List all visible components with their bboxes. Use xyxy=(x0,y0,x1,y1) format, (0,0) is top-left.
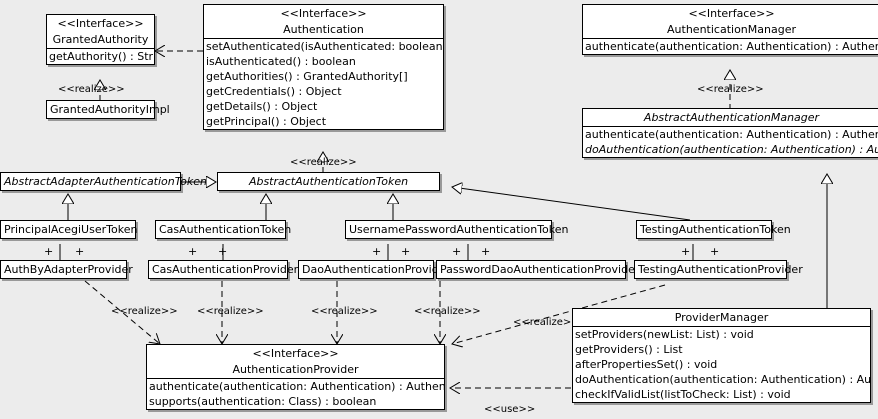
class-stereotype: <<Interface>> xyxy=(688,7,775,20)
class-name: PasswordDaoAuthenticationProvider xyxy=(440,263,640,276)
class-name: CasAuthenticationToken xyxy=(159,223,292,236)
class-stereotype: <<Interface>> xyxy=(252,347,339,360)
class-name: TestingAuthenticationProvider xyxy=(638,263,803,276)
member-row: setAuthenticated(isAuthenticated: boolea… xyxy=(206,40,443,53)
assoc-plus-marker: + xyxy=(401,245,411,258)
assoc-plus-marker: + xyxy=(188,245,198,258)
class-name: AuthByAdapterProvider xyxy=(4,263,133,276)
class-members: setAuthenticated(isAuthenticated: boolea… xyxy=(204,39,443,129)
label-realize-authbyadapterprovider: <<realize>> xyxy=(111,306,178,317)
member-row: setProviders(newList: List) : void xyxy=(575,328,754,341)
member-row: authenticate(authentication: Authenticat… xyxy=(585,40,878,53)
class-name: TestingAuthenticationToken xyxy=(640,223,791,236)
class-abstract-adapter-authentication-token[interactable]: AbstractAdapterAuthenticationToken xyxy=(0,172,207,191)
class-testing-authentication-token[interactable]: TestingAuthenticationToken xyxy=(636,220,791,239)
class-name: PrincipalAcegiUserToken xyxy=(4,223,138,236)
member-row: isAuthenticated() : boolean xyxy=(206,55,356,68)
member-row: doAuthentication(authentication: Authent… xyxy=(585,143,878,156)
label-realize-authenticationmanager: <<realize>> xyxy=(697,84,764,95)
compartment-divider xyxy=(583,126,878,127)
class-password-dao-authentication-provider[interactable]: PasswordDaoAuthenticationProvider xyxy=(436,260,640,279)
label-realize-abstracttoken-authentication: <<realize>> xyxy=(290,157,357,168)
class-provider-manager[interactable]: ProviderManager setProviders(newList: Li… xyxy=(572,308,871,403)
member-row: afterPropertiesSet() : void xyxy=(575,358,718,371)
label-realize-passworddaoprovider: <<realize>> xyxy=(414,306,481,317)
class-auth-by-adapter-provider[interactable]: AuthByAdapterProvider xyxy=(0,260,133,279)
class-name: AuthenticationManager xyxy=(667,23,796,36)
class-name: CasAuthenticationProvider xyxy=(152,263,299,276)
class-name: GrantedAuthority xyxy=(52,33,149,46)
assoc-plus-marker: + xyxy=(75,245,85,258)
member-row: getProviders() : List xyxy=(575,343,683,356)
class-name: AuthenticationProvider xyxy=(232,363,359,376)
class-authentication[interactable]: <<Interface>> Authentication setAuthenti… xyxy=(203,4,444,130)
member-row: authenticate(authentication: Authenticat… xyxy=(585,128,878,141)
class-abstract-authentication-token[interactable]: AbstractAuthenticationToken xyxy=(217,172,440,191)
class-cas-authentication-provider[interactable]: CasAuthenticationProvider xyxy=(148,260,299,279)
member-row: getAuthority() : String xyxy=(49,50,154,63)
class-members: authenticate(authentication: Authenticat… xyxy=(583,127,878,157)
class-name: ProviderManager xyxy=(674,311,769,324)
assoc-plus-marker: + xyxy=(481,245,491,258)
assoc-plus-marker: + xyxy=(372,245,382,258)
member-row: getAuthorities() : GrantedAuthority[] xyxy=(206,70,408,83)
member-row: getCredentials() : Object xyxy=(206,85,342,98)
label-realize-grantedauthorityimpl: <<realize>> xyxy=(58,84,125,95)
compartment-divider xyxy=(147,378,444,379)
class-cas-authentication-token[interactable]: CasAuthenticationToken xyxy=(155,220,292,239)
class-name: Authentication xyxy=(283,23,364,36)
assoc-plus-marker: + xyxy=(452,245,462,258)
member-row: checkIfValidList(listToCheck: List) : vo… xyxy=(575,388,791,401)
class-stereotype: <<Interface>> xyxy=(280,7,367,20)
class-granted-authority[interactable]: <<Interface>> GrantedAuthority getAuthor… xyxy=(46,14,155,65)
member-row: getDetails() : Object xyxy=(206,100,318,113)
member-row: doAuthentication(authentication: Authent… xyxy=(575,373,870,386)
compartment-divider xyxy=(47,48,154,49)
class-testing-authentication-provider[interactable]: TestingAuthenticationProvider xyxy=(634,260,803,279)
compartment-divider xyxy=(204,38,443,39)
label-realize-casauthenticationprovider: <<realize>> xyxy=(197,306,264,317)
label-use-providermanager-authenticationprovider: <<use>> xyxy=(484,404,536,415)
class-authentication-provider[interactable]: <<Interface>> AuthenticationProvider aut… xyxy=(146,344,445,410)
assoc-plus-marker: + xyxy=(710,245,720,258)
class-name: AbstractAuthenticationToken xyxy=(248,175,409,188)
label-realize-testingauthenticationprovider: <<realize>> xyxy=(513,317,580,328)
class-name: UsernamePasswordAuthenticationToken xyxy=(349,223,569,236)
member-row: authenticate(authentication: Authenticat… xyxy=(149,380,444,393)
class-granted-authority-impl[interactable]: GrantedAuthorityImpl xyxy=(46,100,170,119)
compartment-divider xyxy=(583,38,878,39)
class-members: setProviders(newList: List) : void getPr… xyxy=(573,327,870,402)
assoc-plus-marker: + xyxy=(218,245,228,258)
class-abstract-authentication-manager[interactable]: AbstractAuthenticationManager authentica… xyxy=(582,108,878,158)
class-members: authenticate(authentication: Authenticat… xyxy=(147,379,444,409)
class-members: getAuthority() : String xyxy=(47,49,154,64)
class-members: authenticate(authentication: Authenticat… xyxy=(583,39,878,54)
class-name: GrantedAuthorityImpl xyxy=(50,103,170,116)
class-name: DaoAuthenticationProvider xyxy=(302,263,450,276)
class-username-password-authentication-token[interactable]: UsernamePasswordAuthenticationToken xyxy=(345,220,569,239)
class-authentication-manager[interactable]: <<Interface>> AuthenticationManager auth… xyxy=(582,4,878,55)
class-name: AbstractAuthenticationManager xyxy=(643,111,820,124)
assoc-plus-marker: + xyxy=(44,245,54,258)
link-testingauthenticationtoken-extends-abstractauthenticationtoken xyxy=(452,187,691,221)
class-stereotype: <<Interface>> xyxy=(57,17,144,30)
member-row: supports(authentication: Class) : boolea… xyxy=(149,395,377,408)
class-principal-acegi-user-token[interactable]: PrincipalAcegiUserToken xyxy=(0,220,138,239)
assoc-plus-marker: + xyxy=(681,245,691,258)
member-row: getPrincipal() : Object xyxy=(206,115,327,128)
label-realize-daoauthenticationprovider: <<realize>> xyxy=(311,306,378,317)
compartment-divider xyxy=(573,326,870,327)
class-name: AbstractAdapterAuthenticationToken xyxy=(4,175,207,188)
class-dao-authentication-provider[interactable]: DaoAuthenticationProvider xyxy=(298,260,450,279)
